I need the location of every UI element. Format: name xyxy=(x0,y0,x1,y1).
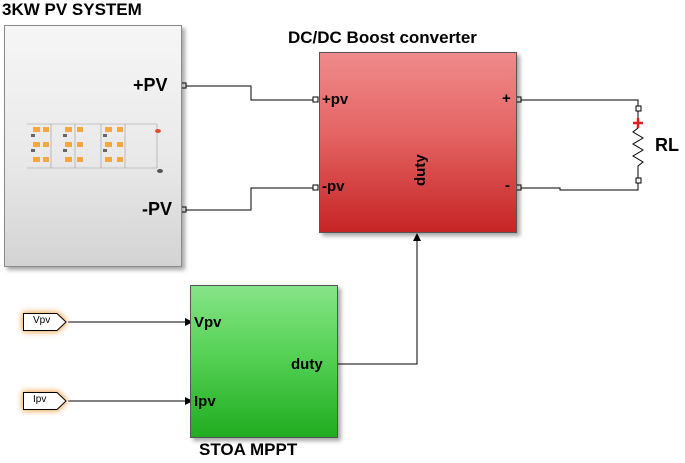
mppt-block[interactable] xyxy=(190,285,338,438)
pv-port-positive-label: +PV xyxy=(133,75,168,95)
load-label: RL xyxy=(655,135,679,155)
arrow-vpv xyxy=(185,318,193,326)
mppt-out-duty-label: duty xyxy=(291,356,323,373)
wire-pv-positive xyxy=(185,85,314,101)
boost-in-pos-label: +pv xyxy=(322,91,349,108)
wire-load-positive xyxy=(520,99,639,108)
from-tag-ipv-label: Ipv xyxy=(33,394,47,405)
boost-converter-block[interactable] xyxy=(319,52,517,233)
boost-converter-title: DC/DC Boost converter xyxy=(288,28,477,47)
port-square-boost-in-neg xyxy=(312,184,319,191)
arrow-ipv xyxy=(185,397,193,405)
pv-system-title: 3KW PV SYSTEM xyxy=(2,0,142,19)
tag-shape-icon xyxy=(23,392,67,410)
boost-out-neg-label: - xyxy=(505,177,510,194)
pv-port-negative-label: -PV xyxy=(142,199,173,219)
wire-load-negative xyxy=(520,182,639,191)
port-square-rl-bottom xyxy=(635,177,642,184)
resistor-rl-symbol xyxy=(632,111,644,178)
wire-duty xyxy=(336,240,418,365)
from-tag-ipv[interactable]: Ipv xyxy=(23,392,67,410)
mppt-in-vpv-label: Vpv xyxy=(194,314,222,331)
mppt-in-ipv-label: Ipv xyxy=(194,393,216,410)
pv-array-icon xyxy=(27,123,163,173)
pv-system-block[interactable] xyxy=(4,25,182,267)
wire-pv-negative xyxy=(185,187,314,211)
boost-in-neg-label: -pv xyxy=(322,178,345,195)
boost-duty-label: duty xyxy=(412,154,429,186)
port-square-rl-top xyxy=(635,105,642,112)
boost-out-pos-label: + xyxy=(502,90,511,107)
tag-shape-icon xyxy=(23,313,67,331)
from-tag-vpv-label: Vpv xyxy=(33,315,51,326)
from-tag-vpv[interactable]: Vpv xyxy=(23,313,67,331)
arrow-duty xyxy=(413,233,421,241)
port-square-boost-in-pos xyxy=(312,96,319,103)
mppt-title: STOA MPPT xyxy=(199,440,298,459)
